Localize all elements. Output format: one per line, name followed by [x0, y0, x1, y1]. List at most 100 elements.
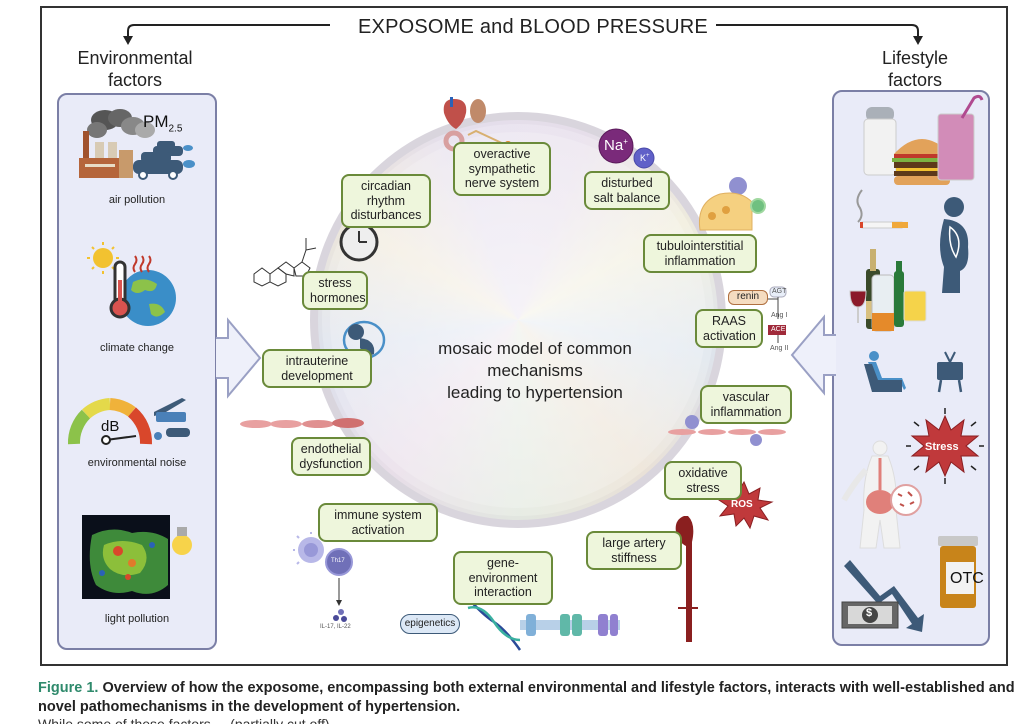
- env-label-climate-change: climate change: [100, 342, 174, 354]
- epigenetics-badge: epigenetics: [400, 614, 460, 634]
- mech-line: RAAS: [711, 314, 747, 328]
- agt-label: AGT: [772, 288, 787, 295]
- thermometer-globe-icon: [87, 242, 176, 326]
- mechanism-oxidative-stress: oxidative stress: [664, 461, 742, 500]
- k-sup: +: [646, 153, 650, 159]
- mech-line: development: [281, 368, 353, 383]
- salt-shaker-icon: [863, 107, 897, 176]
- pm25-label: PM2.5: [143, 112, 182, 134]
- mech-line: hormones: [310, 290, 366, 305]
- mech-line: inflammation: [664, 253, 736, 268]
- mech-line: sympathetic: [468, 161, 536, 176]
- heading-line: Lifestyle: [881, 48, 949, 68]
- mechanism-disturbed-salt-balance: disturbed salt balance: [584, 171, 670, 210]
- mech-line: nerve system: [464, 176, 540, 190]
- figure-title: EXPOSOME and BLOOD PRESSURE: [358, 16, 708, 38]
- caption-continuation: While some of these factors ... (partial…: [38, 716, 330, 724]
- na-text: Na: [604, 137, 624, 154]
- dollar-text: $: [866, 607, 873, 619]
- figure-label: Figure 1.: [38, 680, 99, 696]
- mechanism-large-artery-stiffness: large artery stiffness: [586, 531, 682, 570]
- mech-line: stiffness: [611, 550, 657, 565]
- decibel-gauge-icon: [68, 398, 190, 445]
- burger-icon: [892, 139, 952, 185]
- mechanism-tubulointerstitial: tubulointerstitial inflammation: [643, 234, 757, 273]
- pill-bottle-icon: [938, 536, 978, 608]
- caption-text: Overview of how the exposome, encompassi…: [38, 680, 1015, 715]
- lifestyle-factors-heading: Lifestyle factors: [840, 47, 990, 91]
- smoothie-icon: [937, 94, 984, 181]
- ace-label: ACE: [771, 326, 786, 333]
- center-line: mosaic model of common: [438, 339, 632, 358]
- env-label-air-pollution: air pollution: [108, 194, 166, 206]
- mech-line: tubulointerstitial: [656, 239, 744, 253]
- tv-icon: [937, 351, 963, 393]
- k-text: K: [640, 153, 647, 163]
- stress-text: Stress: [925, 441, 959, 453]
- endothelial-cells-icon: [240, 418, 364, 428]
- mech-line: gene-: [487, 556, 519, 570]
- heading-line: factors: [887, 70, 943, 90]
- mech-line: rhythm: [366, 193, 406, 208]
- center-line: leading to hypertension: [447, 383, 623, 402]
- mech-line: dysfunction: [299, 456, 363, 471]
- alcohol-bottles-icon: [849, 249, 927, 332]
- na-label: Na+: [604, 137, 628, 154]
- mechanism-gene-environment: gene- environment interaction: [453, 551, 553, 605]
- na-sup: +: [623, 137, 628, 146]
- mechanism-raas-activation: RAAS activation: [695, 309, 763, 348]
- pm-text: PM: [143, 112, 169, 131]
- obese-person-icon: [940, 197, 969, 293]
- mech-line: activation: [703, 328, 756, 343]
- mech-line: inflammation: [710, 404, 782, 419]
- mechanism-vascular-inflammation: vascular inflammation: [700, 385, 792, 424]
- europe-light-map-icon: [82, 515, 192, 599]
- mechanism-circadian-rhythm: circadian rhythm disturbances: [341, 174, 431, 228]
- heading-line: Environmental: [77, 48, 193, 68]
- dna-membrane-icon: [467, 597, 620, 651]
- environmental-factors-heading: Environmental factors: [60, 47, 210, 91]
- center-title: mosaic model of common mechanisms leadin…: [405, 338, 665, 404]
- mech-line: oxidative: [678, 466, 728, 480]
- mechanism-intrauterine-development: intrauterine development: [262, 349, 372, 388]
- fetus-icon: [342, 320, 386, 360]
- mechanism-immune-system-activation: immune system activation: [318, 503, 438, 542]
- money-down-icon: [841, 560, 924, 632]
- mech-line: activation: [351, 522, 405, 537]
- mech-line: disturbed: [601, 176, 653, 190]
- db-label: dB: [101, 418, 120, 435]
- left-inflow-arrow: [216, 317, 262, 399]
- vascular-cells-icon: [668, 415, 786, 446]
- center-line: mechanisms: [487, 361, 583, 380]
- right-inflow-arrow: [790, 314, 836, 396]
- mech-line: overactive: [473, 147, 531, 161]
- mech-line: interaction: [474, 585, 532, 599]
- factory-car-smog-icon: [79, 109, 195, 180]
- ang2-label: Ang II: [770, 345, 789, 352]
- mech-line: environment: [468, 570, 538, 585]
- stress-burst-icon: [906, 408, 984, 484]
- mech-line: salt balance: [593, 190, 661, 205]
- mech-line: large artery: [602, 536, 666, 550]
- env-label-light-pollution: light pollution: [104, 613, 170, 625]
- otc-text: OTC: [950, 570, 984, 587]
- armchair-person-icon: [864, 351, 906, 392]
- mech-line: disturbances: [350, 208, 422, 222]
- heading-line: factors: [107, 70, 163, 90]
- left-header-arrow: [123, 24, 330, 45]
- mech-line: stress: [686, 480, 720, 495]
- mech-line: vascular: [722, 390, 770, 404]
- ang1-label: Ang I: [771, 312, 788, 319]
- right-header-arrow: [716, 24, 923, 45]
- pm-subscript: 2.5: [168, 123, 183, 135]
- th17-label: Th17: [331, 558, 345, 564]
- gut-microbiome-icon: [841, 440, 922, 549]
- k-label: K+: [640, 153, 650, 163]
- mechanism-overactive-sympathetic: overactive sympathetic nerve system: [453, 142, 551, 196]
- mech-line: stress: [318, 276, 352, 290]
- env-label-environmental-noise: environmental noise: [87, 457, 187, 469]
- figure-caption: Figure 1. Overview of how the exposome, …: [38, 679, 1024, 717]
- mech-line: endothelial: [300, 442, 362, 456]
- sodium-potassium-icon: [598, 128, 655, 169]
- immune-cells-icon: [293, 532, 353, 622]
